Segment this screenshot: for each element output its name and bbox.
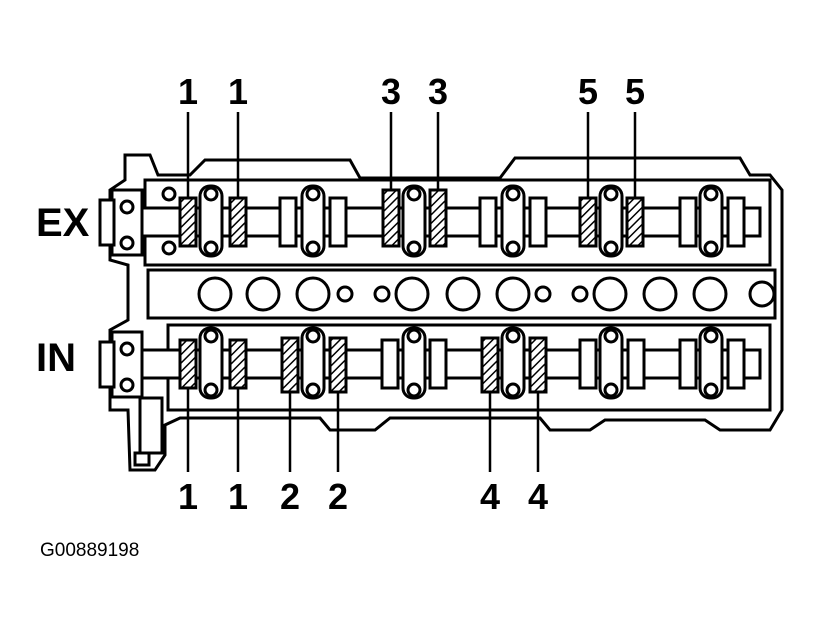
- bottom-number-label: 4: [479, 476, 501, 517]
- bottom-number-label: 4: [527, 476, 549, 517]
- top-number-label: 3: [380, 71, 402, 112]
- top-number-label: 5: [624, 71, 646, 112]
- bottom-number-label: 1: [177, 476, 199, 517]
- top-number-label: 1: [177, 71, 199, 112]
- bottom-number-label: 1: [227, 476, 249, 517]
- leader-lines: [186, 112, 637, 472]
- intake-camshaft: [98, 326, 762, 467]
- bottom-number-label: 2: [327, 476, 349, 517]
- plug-holes: [197, 276, 776, 312]
- intake-label: IN: [36, 336, 76, 380]
- top-number-label: 3: [427, 71, 449, 112]
- figure-id: G00889198: [40, 540, 140, 561]
- exhaust-label: EX: [36, 201, 90, 245]
- top-number-label: 1: [227, 71, 249, 112]
- exhaust-hatched-caps: [178, 188, 645, 248]
- bottom-number-label: 2: [279, 476, 301, 517]
- top-number-label: 5: [577, 71, 599, 112]
